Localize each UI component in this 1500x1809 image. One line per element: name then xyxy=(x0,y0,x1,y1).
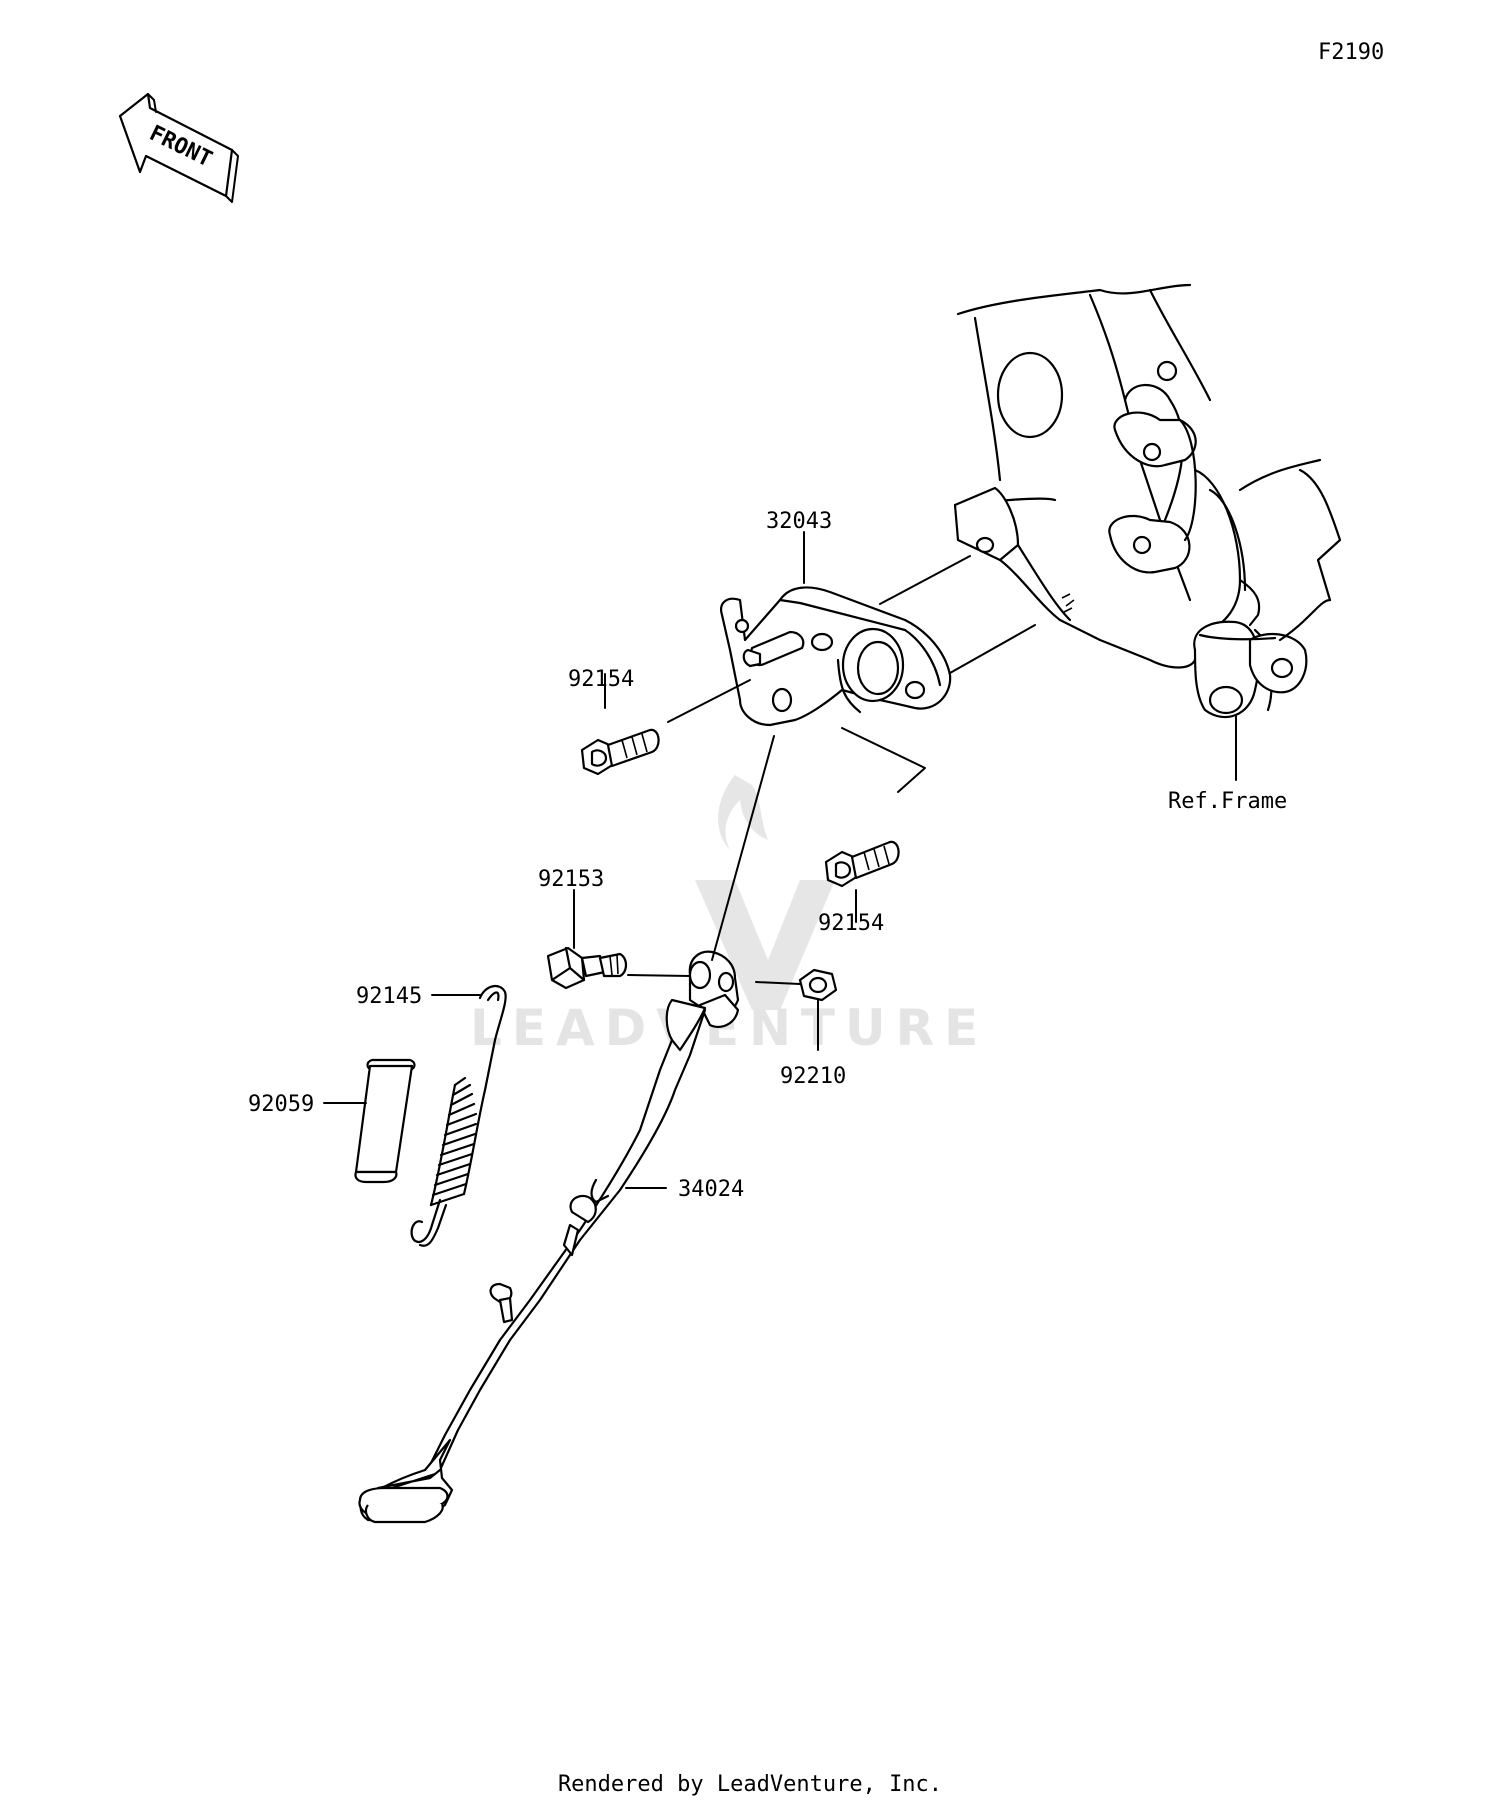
assembly-line-upper xyxy=(879,555,971,605)
leader-lines xyxy=(323,531,1237,1189)
part-labels: 32043 92154 92154 92153 92145 92059 9221… xyxy=(248,509,1287,1202)
side-stand-34024 xyxy=(358,950,740,1524)
part-label-32043: 32043 xyxy=(766,509,832,534)
spring-92145 xyxy=(410,984,507,1247)
part-label-34024: 34024 xyxy=(678,1177,744,1202)
nut-92210 xyxy=(798,968,838,1002)
assembly-line-nut xyxy=(755,981,801,985)
part-label-92154-lower: 92154 xyxy=(818,911,884,936)
part-label-92153: 92153 xyxy=(538,867,604,892)
part-label-92154-upper: 92154 xyxy=(568,667,634,692)
bolt-92154-lower xyxy=(824,840,900,888)
assembly-line-bolt-lower xyxy=(841,727,926,793)
part-label-92059: 92059 xyxy=(248,1092,314,1117)
assembly-line-bolt-upper xyxy=(667,679,751,723)
figure-code: F2190 xyxy=(1318,40,1385,65)
frame-reference-drawing xyxy=(953,283,1342,719)
front-direction-arrow: FRONT xyxy=(118,92,239,203)
assembly-line-pivot-bolt xyxy=(627,974,691,977)
pivot-bolt-92153 xyxy=(546,946,628,990)
assembly-line-stand xyxy=(711,735,775,961)
stand-bracket-32043 xyxy=(720,586,952,727)
credit-line: Rendered by LeadVenture, Inc. xyxy=(557,1772,943,1797)
assembly-line-lower xyxy=(949,624,1036,674)
part-label-92210: 92210 xyxy=(780,1064,846,1089)
part-label-92145: 92145 xyxy=(356,984,422,1009)
bolt-92154-upper xyxy=(580,728,660,776)
part-label-ref-frame: Ref.Frame xyxy=(1168,789,1287,814)
collar-92059 xyxy=(354,1058,416,1184)
